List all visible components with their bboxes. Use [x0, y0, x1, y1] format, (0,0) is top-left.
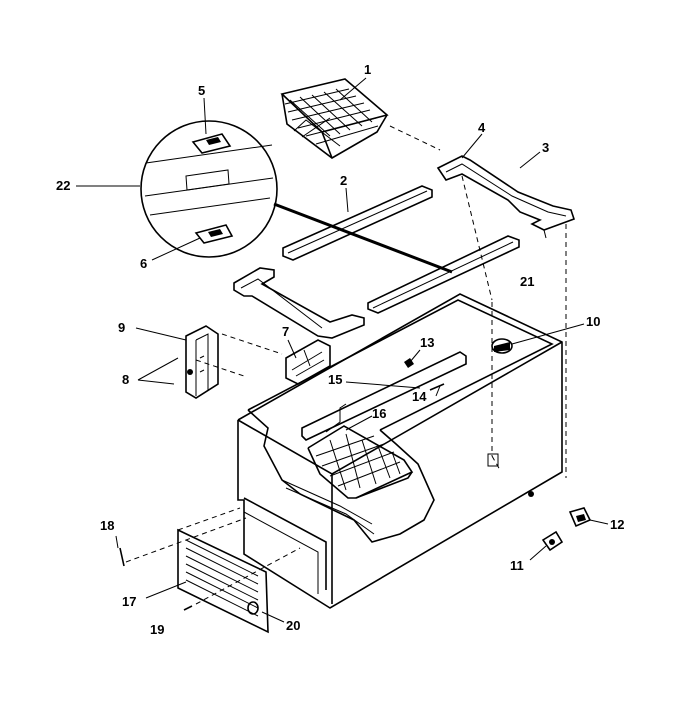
upper-basket [280, 78, 389, 159]
callout-3: 3 [542, 140, 549, 155]
callout-17: 17 [122, 594, 136, 609]
control-housing [285, 339, 331, 385]
callout-1: 1 [364, 62, 371, 77]
callout-14: 14 [412, 389, 427, 404]
callout-6: 6 [140, 256, 147, 271]
callout-2: 2 [340, 173, 347, 188]
callout-11: 11 [510, 558, 524, 573]
callout-8: 8 [122, 372, 129, 387]
callout-4: 4 [478, 120, 486, 135]
cabinet-body [237, 175, 567, 609]
callout-20: 20 [286, 618, 300, 633]
callout-15: 15 [328, 372, 342, 387]
side-rails [233, 185, 520, 339]
callout-18: 18 [100, 518, 114, 533]
callout-7: 7 [282, 324, 289, 339]
callout-22: 22 [56, 178, 70, 193]
callout-13: 13 [420, 335, 434, 350]
callout-21: 21 [520, 274, 534, 289]
leader-lines [76, 77, 609, 623]
front-grille [119, 507, 301, 634]
capillary-tube [273, 202, 453, 274]
lower-basket [301, 351, 467, 499]
drain-parts [541, 507, 592, 552]
callout-10: 10 [586, 314, 600, 329]
callout-16: 16 [372, 406, 386, 421]
callout-5: 5 [198, 83, 205, 98]
callout-9: 9 [118, 320, 125, 335]
thermostat-knob [491, 338, 513, 354]
thermostat-bracket [185, 325, 219, 399]
detail-circle [140, 120, 278, 258]
callout-19: 19 [150, 622, 164, 637]
callout-12: 12 [610, 517, 624, 532]
top-frame-rail [436, 155, 576, 239]
